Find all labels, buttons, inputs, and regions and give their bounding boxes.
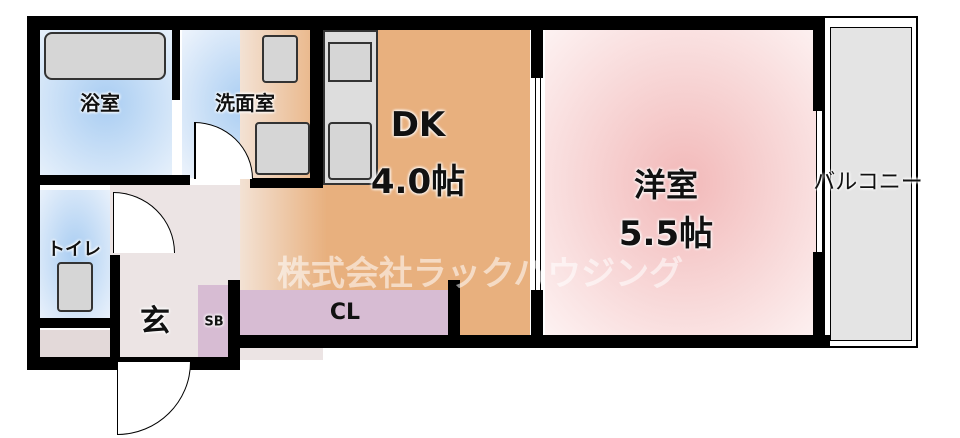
watermark: 株式会社ラックハウジング [276, 254, 684, 294]
wall [172, 30, 180, 100]
western-size-label: 5.5帖 [618, 214, 714, 254]
washing-machine [262, 35, 298, 83]
wall [448, 280, 460, 340]
wall [813, 16, 825, 111]
wall [813, 252, 825, 348]
dk-size-label: 4.0帖 [370, 162, 466, 202]
wall [40, 318, 110, 328]
bathtub [44, 32, 166, 80]
wash-basin [255, 122, 310, 175]
wall [27, 16, 40, 370]
wall [531, 290, 543, 340]
balcony-floor [830, 27, 912, 341]
toilet-label: トイレ [47, 239, 101, 260]
wall [531, 30, 543, 78]
shoe-box [198, 285, 228, 360]
western-floor [545, 30, 823, 335]
dk-label: DK [390, 105, 446, 145]
wall [310, 30, 323, 188]
wall [240, 335, 830, 348]
wall [250, 178, 323, 188]
closet [240, 290, 448, 335]
wall [27, 16, 823, 30]
stove-icon [328, 42, 372, 82]
balcony-label: バルコニー [813, 170, 923, 195]
bath-label: 浴室 [80, 91, 120, 115]
wall [110, 255, 120, 360]
storage-floor [40, 330, 110, 360]
entrance-label: 玄 [140, 304, 170, 339]
wall [228, 280, 240, 370]
sink-icon [328, 122, 372, 180]
sliding-door[interactable] [535, 78, 541, 290]
western-label: 洋室 [633, 166, 699, 204]
toilet-bowl-icon [57, 262, 93, 312]
closet-label: CL [329, 300, 361, 325]
shoe-box-label: SB [204, 314, 224, 330]
balcony-window[interactable] [816, 111, 823, 252]
washroom-label: 洗面室 [215, 91, 275, 115]
entrance-door[interactable] [117, 362, 191, 435]
wall [40, 175, 190, 185]
